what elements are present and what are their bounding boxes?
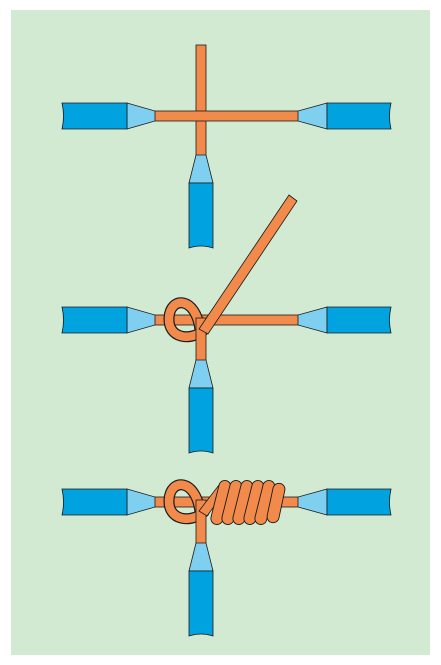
- step2-right-insulation: [326, 306, 392, 334]
- coil-turn: [266, 482, 286, 524]
- step1-bottom-insulation: [188, 182, 214, 249]
- step-1-straight: [61, 44, 392, 249]
- step1-right-taper: [297, 102, 328, 130]
- step1-right-insulation: [326, 102, 392, 130]
- step3-left-taper: [126, 488, 156, 516]
- step1-left-taper: [126, 102, 156, 130]
- step2-bottom-taper: [188, 359, 214, 389]
- step3-bottom-taper: [188, 542, 214, 572]
- step2-diagonal-wire: [198, 194, 298, 335]
- step3-right-taper: [297, 488, 328, 516]
- step1-horizontal-wire: [149, 110, 303, 122]
- step1-bottom-taper: [188, 154, 214, 184]
- step2-bottom-insulation: [188, 387, 214, 454]
- step3-coil: [210, 480, 286, 525]
- step2-right-taper: [297, 306, 328, 334]
- step1-left-insulation: [61, 102, 128, 130]
- step1-vertical-wire: [195, 44, 207, 159]
- step2-left-taper: [126, 306, 156, 334]
- step-2-loop-started: [61, 194, 392, 454]
- step3-right-insulation: [326, 488, 392, 516]
- step2-left-insulation: [61, 306, 128, 334]
- step3-left-insulation: [61, 488, 128, 516]
- step-3-wound-coil: [61, 479, 392, 637]
- step3-bottom-insulation: [188, 570, 214, 637]
